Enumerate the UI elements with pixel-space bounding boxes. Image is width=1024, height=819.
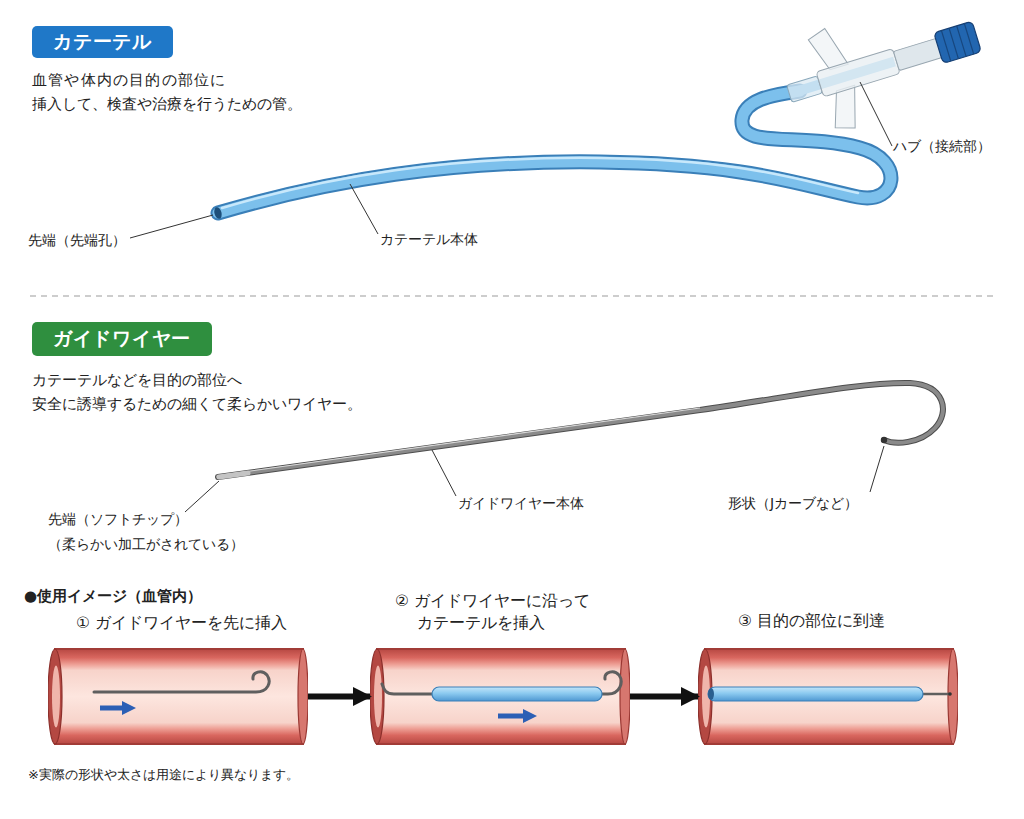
guidewire-soft-tip xyxy=(219,473,248,477)
guidewire-highlight xyxy=(222,408,700,475)
leader-line xyxy=(185,481,219,512)
vessel-panel-art xyxy=(48,648,308,745)
guidewire-end xyxy=(881,437,887,443)
guidewire-in-vessel xyxy=(94,672,269,692)
hub-body xyxy=(816,49,900,97)
section-badge: カテーテル xyxy=(32,26,173,58)
leader-line xyxy=(870,446,884,492)
vessel-panel: ③ 目的の部位に到達 xyxy=(698,648,958,745)
catheter-body xyxy=(218,91,891,213)
leader-line xyxy=(860,82,892,146)
catheter-illustration xyxy=(213,0,992,220)
hub-cap-ridges xyxy=(941,23,973,61)
part-label: ガイドワイヤー本体 xyxy=(458,493,584,513)
part-label: 先端（先端孔） xyxy=(28,230,126,250)
catheter-hub xyxy=(774,0,992,143)
leader-line xyxy=(350,184,378,234)
vessel-panel: ② ガイドワイヤーに沿って カテーテルを挿入 xyxy=(370,648,630,745)
section-badge: ガイドワイヤー xyxy=(32,322,212,356)
vessel xyxy=(370,648,630,745)
catheter-in-vessel xyxy=(708,687,923,701)
direction-arrow xyxy=(498,714,525,719)
note-text: ※実際の形状や太さは用途により異なります。 xyxy=(28,766,299,784)
direction-arrow xyxy=(100,706,124,711)
badge-text: カテーテル xyxy=(53,29,152,55)
hub-cap xyxy=(934,21,982,63)
vessel-panel-art xyxy=(370,648,630,745)
step-heading: ① ガイドワイヤーを先に挿入 xyxy=(76,612,287,634)
step-heading: ③ 目的の部位に到達 xyxy=(738,610,885,632)
flow-arrow xyxy=(308,694,370,700)
hub-connector xyxy=(893,38,942,70)
leader-line xyxy=(432,450,456,496)
description-text: 血管や体内の目的の部位に 挿入して、検査や治療を行うための管。 xyxy=(32,68,307,116)
catheter-opening xyxy=(708,688,714,700)
part-label: 形状（Jカーブなど） xyxy=(728,493,858,513)
vessel-panel-art xyxy=(698,648,958,745)
leader-line xyxy=(130,215,213,238)
part-label: カテーテル本体 xyxy=(380,229,478,249)
flow-arrow xyxy=(630,694,698,700)
catheter-outline xyxy=(218,91,891,213)
step-heading: ② ガイドワイヤーに沿って カテーテルを挿入 xyxy=(395,590,619,634)
catheter-tip-hole xyxy=(213,206,223,219)
vessel xyxy=(48,648,308,745)
section-heading: ●使用イメージ（血管内） xyxy=(24,585,202,607)
catheter-in-vessel xyxy=(432,687,602,701)
badge-text: ガイドワイヤー xyxy=(53,326,191,352)
guidewire-end xyxy=(948,692,952,696)
direction-arrow-head xyxy=(122,701,136,715)
dashed-separator xyxy=(30,295,995,296)
part-label: ハブ（接続部） xyxy=(893,136,991,156)
hub-strain-relief xyxy=(787,76,823,103)
vessel xyxy=(698,648,958,745)
vessel-panel: ① ガイドワイヤーを先に挿入 xyxy=(48,648,308,745)
direction-arrow-head xyxy=(523,709,537,723)
part-label: 先端（ソフトチップ） （柔らかい加工がされている） xyxy=(48,507,251,557)
description-text: カテーテルなどを目的の部位へ 安全に誘導するための細くて柔らかいワイヤー。 xyxy=(32,368,377,416)
catheter-highlight xyxy=(222,158,858,208)
